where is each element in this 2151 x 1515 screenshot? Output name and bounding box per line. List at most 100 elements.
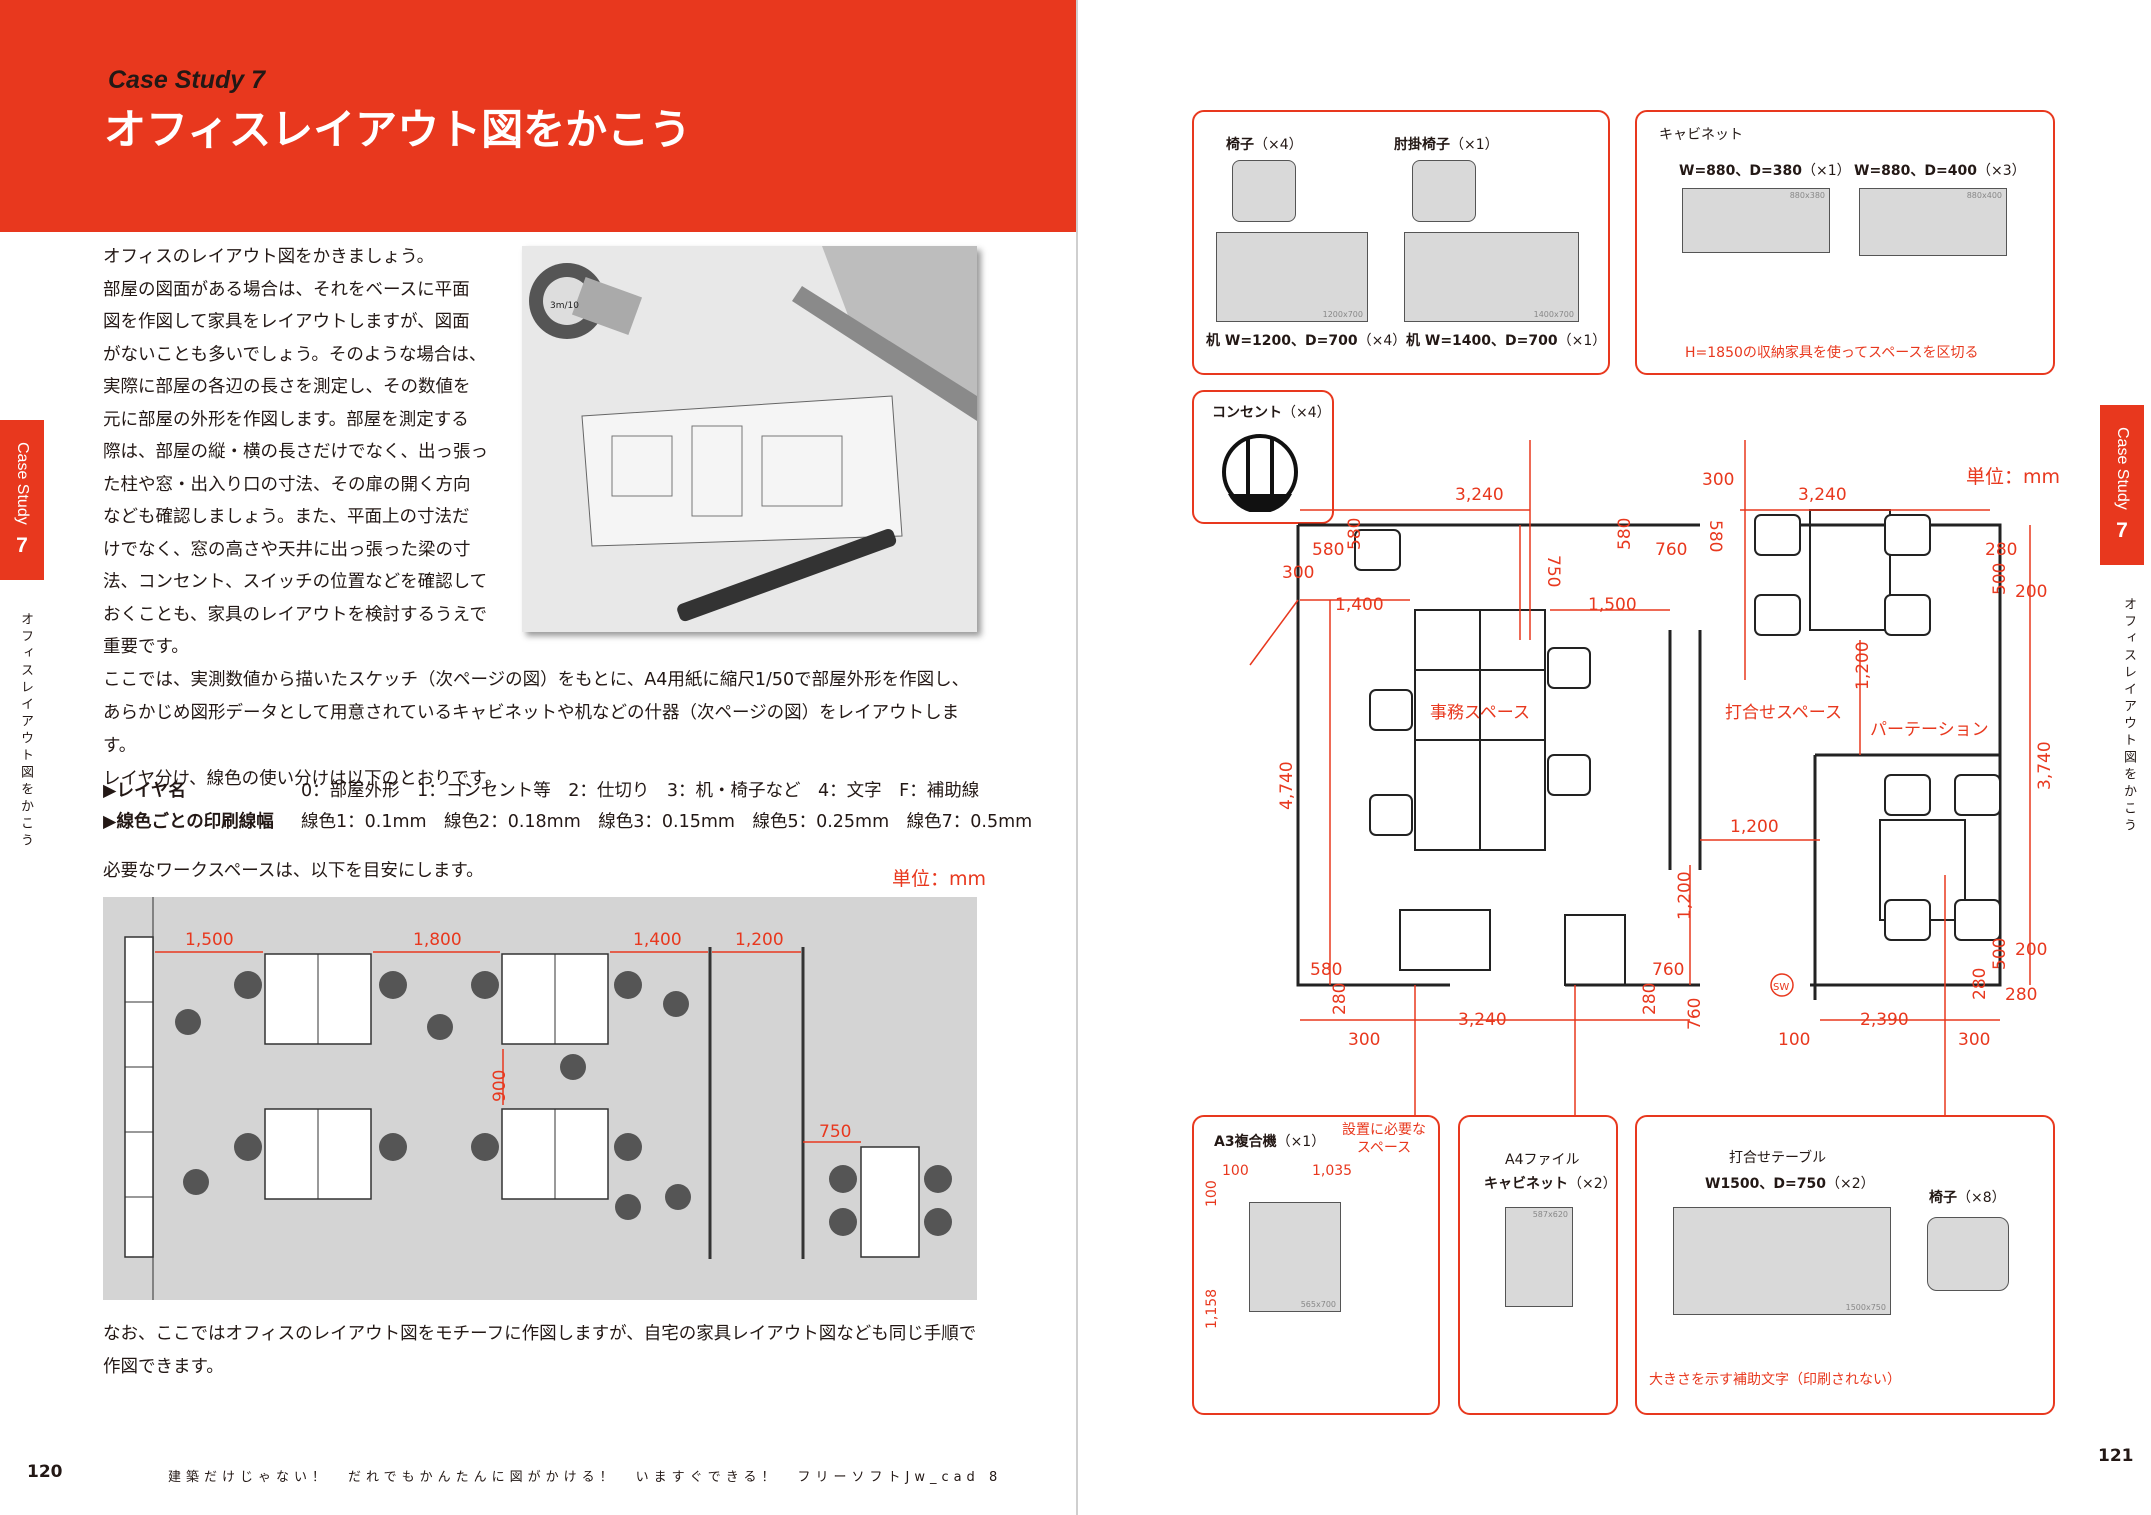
outro-line: なお、ここではオフィスのレイアウト図をモチーフに作図しますが、自宅の家具レイアウ… [103, 1324, 977, 1344]
desk2-title: 机 W=1400、D=700 [1406, 333, 1558, 349]
intro-text: オフィスのレイアウト図をかきましょう。 部屋の図面がある場合は、それをベースに平… [103, 241, 523, 664]
cabinet-box: キャビネット W=880、D=380（×1） W=880、D=400（×3） 8… [1635, 110, 2055, 375]
workspace-text: 必要なワークスペースは、以下を目安にします。 [103, 861, 484, 881]
cabinet-400-shape: 880x400 [1859, 188, 2007, 256]
dim-label: 580 [1312, 540, 1344, 560]
table-chair-count: （×8） [1957, 1190, 2006, 1206]
copier-title: A3複合機 [1214, 1134, 1277, 1150]
armchair-title: 肘掛椅子 [1394, 137, 1450, 153]
desk1-tag: 1200x700 [1322, 310, 1363, 319]
copier-box: A3複合機（×1） 設置に必要な スペース 100 1,035 100 1,15… [1192, 1115, 1440, 1415]
intro-line: た柱や窓・出入り口の寸法、その扉の開く方向 [103, 474, 471, 495]
desk2-count: （×1） [1557, 333, 1607, 349]
dim-label: 100 [1778, 1030, 1810, 1050]
intro-line: けでなく、窓の高さや天井に出っ張った梁の寸 [103, 539, 471, 560]
dim-label: 300 [1282, 563, 1314, 583]
chair-label: 椅子（×4） [1226, 134, 1303, 154]
page-title: オフィスレイアウト図をかこう [104, 105, 692, 154]
a4-cabinet-box: A4ファイル キャビネット（×2） 587x620 [1458, 1115, 1618, 1415]
switch-label: SW [1773, 982, 1789, 993]
desk1-count: （×4） [1357, 333, 1407, 349]
intro-line: 重要です。 [103, 637, 189, 657]
floor-plan: 3,240 3,240 300 580 580 750 580 580 760 … [1249, 440, 2055, 1115]
dim-label: 760 [1652, 960, 1684, 980]
desk1-label: 机 W=1200、D=700（×4） [1206, 330, 1406, 350]
cabinet-380-shape: 880x380 [1682, 188, 1830, 253]
header-band [0, 0, 1076, 232]
a4-title2: キャビネット [1484, 1176, 1568, 1192]
armchair-label: 肘掛椅子（×1） [1394, 134, 1499, 154]
table-note: 大きさを示す補助文字（印刷されない） [1649, 1372, 1901, 1388]
body-text: ここでは、実測数値から描いたスケッチ（次ページの図）をもとに、A4用紙に縮尺1/… [103, 664, 988, 796]
outlet-box: コンセント（×4） [1192, 390, 1334, 524]
outro-text: なお、ここではオフィスのレイアウト図をモチーフに作図しますが、自宅の家具レイアウ… [103, 1318, 993, 1384]
copier-tag: 565x700 [1300, 1300, 1336, 1309]
tab-label: Case Study [14, 441, 31, 525]
dim-label: 3,240 [1458, 1010, 1507, 1030]
intro-line: 図を作図して家具をレイアウトしますが、図面 [103, 312, 470, 332]
outlet-label: コンセント（×4） [1212, 402, 1331, 422]
intro-line: 部屋の図面がある場合は、それをベースに平面 [103, 279, 470, 300]
partition-label: パーテーション [1870, 720, 1989, 740]
dim-label: 300 [1348, 1030, 1380, 1050]
copier-shape: 565x700 [1249, 1202, 1341, 1312]
layer-value: 0：部屋外形 1：コンセント等 2：仕切り 3：机・椅子など 4：文字 F：補助… [301, 781, 980, 801]
table-chair-title: 椅子 [1929, 1190, 1957, 1206]
dim-1800: 1,800 [413, 930, 462, 950]
dim-label: 580 [1345, 518, 1365, 550]
chair-icon [1232, 160, 1296, 222]
desk2-label: 机 W=1400、D=700（×1） [1406, 330, 1606, 350]
dim-label: 280 [1985, 540, 2017, 560]
desk1-title: 机 W=1200、D=700 [1206, 333, 1358, 349]
layer-label: ▶レイヤ名 [103, 781, 186, 801]
dim-label: 2,390 [1860, 1010, 1909, 1030]
cabinet2-tag: 880x400 [1966, 191, 2002, 200]
tab-number: 7 [2116, 519, 2128, 543]
dim-label: 760 [1685, 998, 1705, 1030]
chapter-tab-left: Case Study 7 [0, 420, 44, 580]
dim-label: 580 [1615, 518, 1635, 550]
dim-900: 900 [490, 1070, 510, 1102]
dim-label: 200 [2015, 940, 2047, 960]
meeting-chair-shape [1927, 1217, 2009, 1291]
footer-book-title: 建築だけじゃない！ だれでもかんたんに図がかける！ いますぐできる！ フリーソフ… [168, 1470, 1003, 1485]
cabinet1-title: W=880、D=380 [1679, 163, 1802, 179]
outlet-title: コンセント [1212, 405, 1282, 421]
table-tag: 1500x750 [1845, 1303, 1886, 1312]
page-number-right: 121 [2098, 1446, 2134, 1466]
outlet-icon [1222, 434, 1298, 512]
a4-cabinet-shape: 587x620 [1505, 1207, 1573, 1307]
table-size-label: W1500、D=750（×2） [1705, 1173, 1875, 1193]
intro-line: 元に部屋の外形を作図します。部屋を測定する [103, 409, 469, 430]
copier-dim: 100 [1204, 1180, 1220, 1207]
dim-label: 300 [1958, 1030, 1990, 1050]
armchair-icon [1412, 160, 1476, 222]
unit-label-right: 単位：mm [1966, 466, 2061, 488]
dim-label: 1,200 [1730, 817, 1779, 837]
dim-750: 750 [819, 1122, 851, 1142]
dim-1400: 1,400 [633, 930, 682, 950]
page-spine [1076, 0, 1078, 1515]
cabinet-note: H=1850の収納家具を使ってスペースを区切る [1685, 345, 1979, 361]
body-line: あらかじめ図形データとして用意されているキャビネットや机などの什器（次ページの図… [103, 703, 960, 756]
armchair-count: （×1） [1450, 137, 1499, 153]
a4-label: キャビネット（×2） [1484, 1173, 1617, 1193]
dim-label: 300 [1702, 470, 1734, 490]
dim-label: 280 [1970, 968, 1990, 1000]
intro-line: 実際に部屋の各辺の長さを測定し、その数値を [103, 377, 471, 397]
photo-tape-measure-sketch: 3m/10 [522, 246, 977, 632]
a4-title: A4ファイル [1505, 1152, 1580, 1168]
copier-label: A3複合機（×1） [1214, 1131, 1325, 1151]
intro-line: 法、コンセント、スイッチの位置などを確認して [103, 572, 488, 592]
workspace-diagram: 1,500 1,800 1,400 1,200 900 750 [103, 897, 977, 1300]
cabinet1-label: W=880、D=380（×1） [1679, 160, 1851, 180]
dim-1500: 1,500 [185, 930, 234, 950]
unit-label: 単位：mm [892, 868, 987, 890]
tab-number: 7 [16, 534, 28, 558]
dim-label: 580 [1310, 960, 1342, 980]
cabinet2-count: （×3） [1976, 163, 2026, 179]
dim-label: 4,740 [1277, 761, 1297, 810]
body-line: レイヤ分け、線色の使い分けは以下のとおりです。 [103, 769, 503, 789]
dim-label: 580 [1705, 520, 1725, 552]
